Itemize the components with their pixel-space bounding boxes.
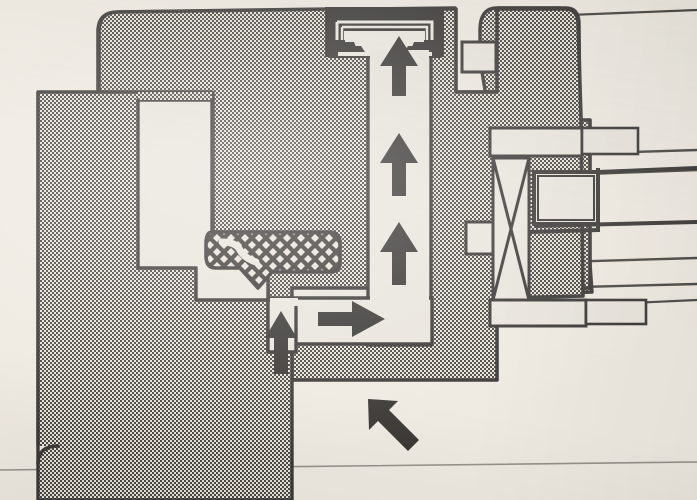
- upper-port-notch: [460, 40, 498, 74]
- flow-arrows: [265, 36, 419, 451]
- lower-riser-flow-arrow: [265, 311, 297, 374]
- nested-rectangle-inner: [537, 175, 595, 221]
- channel-flow-arrow-3: [380, 222, 418, 285]
- cavity-shoulder: [138, 92, 212, 100]
- right-mechanism-detail: [488, 126, 697, 328]
- mech-stem-cross: [528, 228, 599, 234]
- mech-top-plate-right: [580, 126, 640, 156]
- nozzle-inner-lip-outline-2: [340, 25, 429, 40]
- mech-bottom-plate-right: [584, 298, 648, 326]
- mech-bottom-plate: [488, 298, 588, 328]
- gasket-inner-lip: [218, 238, 260, 266]
- mech-stem-mid: [533, 220, 697, 228]
- leg-plenum-junction: [270, 298, 298, 306]
- mech-stem-upper: [597, 166, 697, 174]
- cross-flow-arrow: [318, 301, 385, 337]
- channel-flow-arrow-2: [380, 133, 418, 196]
- channel-flow-arrow-1: [380, 36, 418, 96]
- inlet-flow-arrow: [368, 399, 419, 451]
- nozzle-inner-lip-outline: [335, 20, 434, 40]
- cross-hatched-x-element: [491, 157, 531, 301]
- nozzle-flare-void: [338, 31, 432, 56]
- riser-plenum-junction: [370, 296, 429, 306]
- mech-top-plate: [488, 126, 584, 158]
